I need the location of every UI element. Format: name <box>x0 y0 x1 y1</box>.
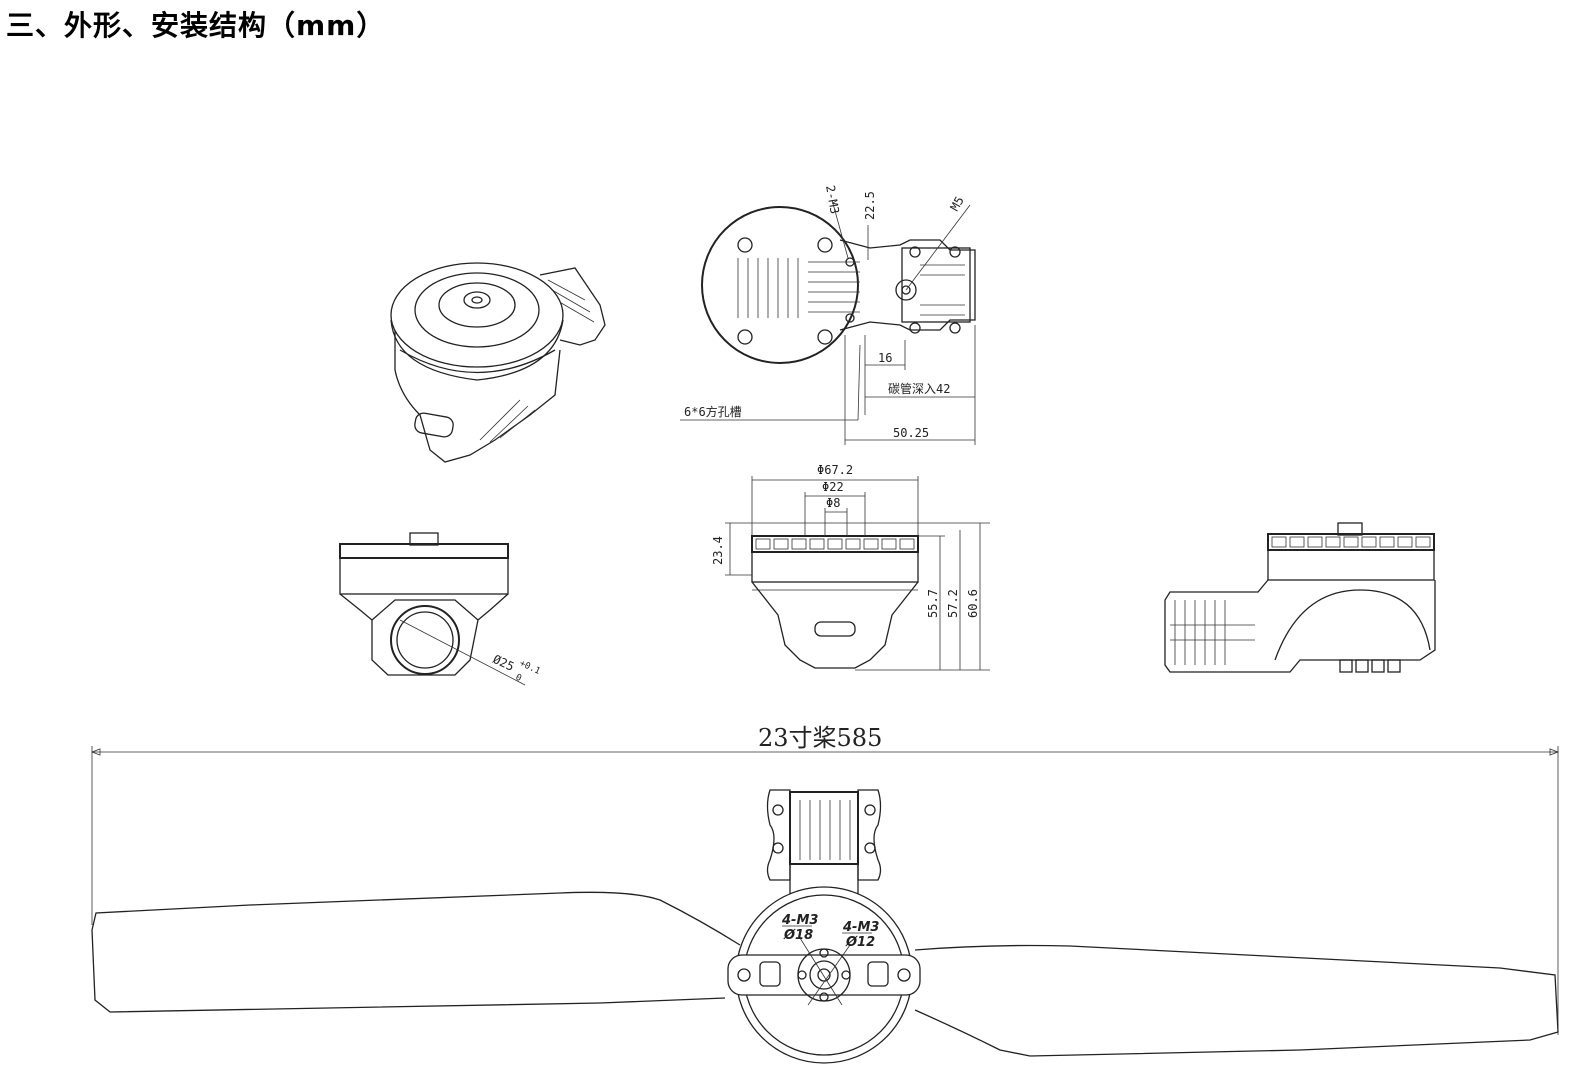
hole-a-label: 4-M3 <box>781 913 818 928</box>
tube-diameter-label: Ø25 <box>491 652 517 674</box>
hole-b-label: 4-M3 <box>842 920 879 935</box>
dim-50-25: 50.25 <box>893 426 929 440</box>
diameter-8: Φ8 <box>826 496 840 510</box>
section-heading: 三、外形、安装结构（mm） <box>6 9 386 42</box>
height-60-6: 60.6 <box>966 589 980 618</box>
hole-a-diameter: Ø18 <box>783 928 813 943</box>
dim-16: 16 <box>878 351 892 365</box>
slot-label: 6*6方孔槽 <box>684 404 742 419</box>
hole-b-diameter: Ø12 <box>845 935 875 950</box>
side-view <box>1164 522 1436 673</box>
top-view: 2-M3 22.5 M5 16 碳管深入42 6*6方孔槽 50.25 <box>680 184 976 445</box>
propeller-span-label: 23寸桨585 <box>758 724 882 752</box>
height-55-7: 55.7 <box>926 589 940 618</box>
tube-dia: Ø25 <box>491 652 517 674</box>
diameter-22: Φ22 <box>822 480 844 494</box>
tube-tol-lower: 0 <box>514 673 523 684</box>
tube-depth-label: 碳管深入42 <box>888 381 950 396</box>
diameter-67-2: Φ67.2 <box>817 463 853 477</box>
end-view: Ø25 +0.1 0 <box>339 532 542 686</box>
propeller-view: 23寸桨585 4-M3 Ø18 4-M3 <box>90 724 1560 1064</box>
bolt-label-2-m3: 2-M3 <box>823 184 842 215</box>
isometric-view <box>390 262 606 463</box>
thread-label-m5: M5 <box>947 194 966 214</box>
dim-22-5: 22.5 <box>863 191 877 220</box>
front-view: Φ67.2 Φ22 Φ8 23.4 55.7 57.2 60.6 <box>711 463 990 671</box>
height-23-4: 23.4 <box>711 536 725 565</box>
height-57-2: 57.2 <box>946 589 960 618</box>
